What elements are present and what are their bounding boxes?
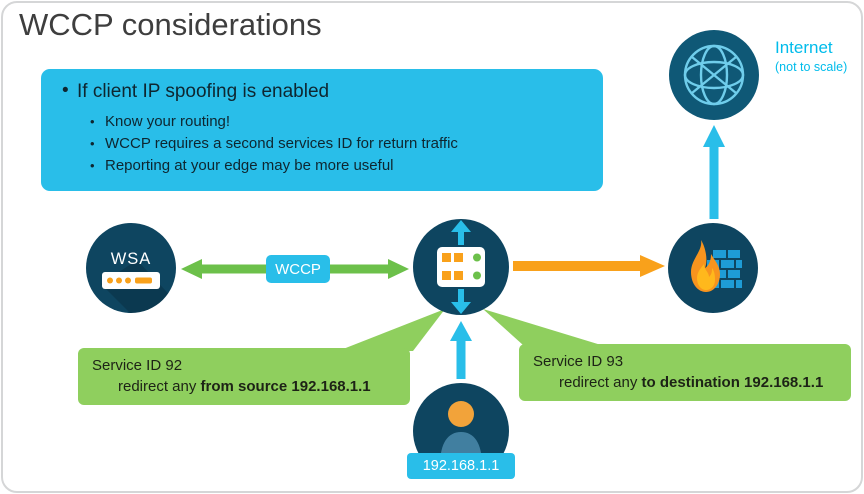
internet-label: Internet xyxy=(775,38,833,57)
page-title: WCCP considerations xyxy=(19,7,322,42)
note-item: Know your routing! xyxy=(87,111,587,133)
callout-title: Service ID 93 xyxy=(533,353,624,370)
cyan-arrow-to-router xyxy=(450,321,472,379)
note-heading: If client IP spoofing is enabled xyxy=(57,80,587,103)
callout-service-id-93: Service ID 93 redirect any to destinatio… xyxy=(519,344,851,401)
internet-scale-note: (not to scale) xyxy=(775,60,848,74)
internet-globe-icon xyxy=(669,30,759,120)
note-item: WCCP requires a second services ID for r… xyxy=(87,133,587,155)
router-icon xyxy=(413,219,509,315)
firewall-icon xyxy=(668,223,758,313)
wsa-label: WSA xyxy=(111,250,152,268)
callout-title: Service ID 92 xyxy=(92,357,183,374)
callout-rule: redirect any to destination 192.168.1.1 xyxy=(559,374,824,391)
callout-left-pointer xyxy=(338,309,445,351)
callout-service-id-92: Service ID 92 redirect any from source 1… xyxy=(78,348,410,405)
callout-rule: redirect any from source 192.168.1.1 xyxy=(118,378,371,395)
note-item: Reporting at your edge may be more usefu… xyxy=(87,155,587,177)
wccp-chip: WCCP xyxy=(266,255,330,283)
note-box: If client IP spoofing is enabled Know yo… xyxy=(41,69,603,191)
user-ip-chip: 192.168.1.1 xyxy=(407,453,515,479)
wsa-icon: WSA xyxy=(86,223,176,313)
cyan-arrow-to-internet xyxy=(703,125,725,219)
orange-arrow xyxy=(513,255,665,277)
callout-right-pointer xyxy=(483,309,601,345)
